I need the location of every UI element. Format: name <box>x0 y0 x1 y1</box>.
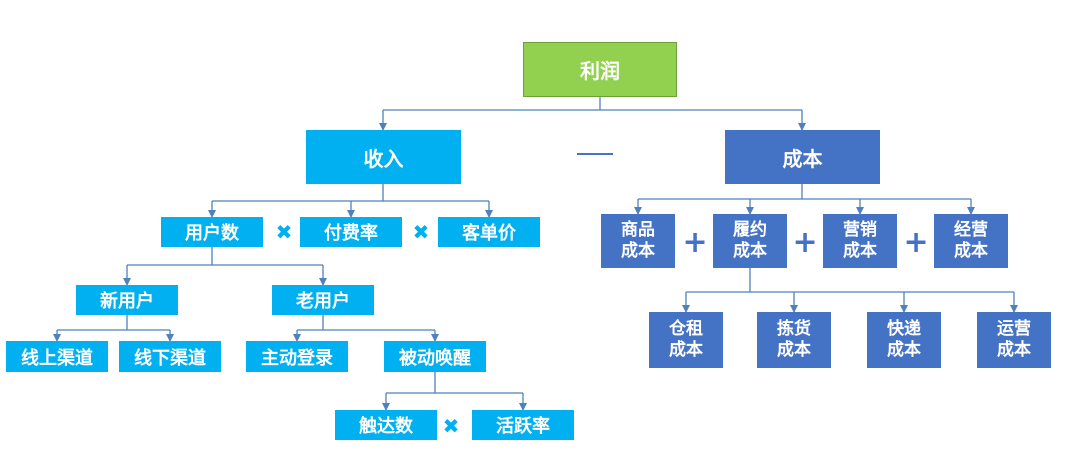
goods-cost-node: 商品成本 <box>601 214 675 268</box>
plus-operator-3: + <box>903 224 929 260</box>
edge-new-user-bus <box>57 315 170 331</box>
offline-channel-node: 线下渠道 <box>119 341 221 372</box>
plus-operator-1: + <box>682 224 708 260</box>
edge-cost-bus <box>638 184 971 200</box>
picking-cost-node: 拣货成本 <box>757 312 831 368</box>
revenue-node: 收入 <box>306 130 461 184</box>
reach-count-node: 触达数 <box>335 410 437 440</box>
user-count-node: 用户数 <box>161 217 263 247</box>
old-user-node: 老用户 <box>272 285 374 315</box>
edge-old-user-bus <box>297 315 435 331</box>
marketing-cost-node: 营销成本 <box>823 214 897 268</box>
times-operator-3: ✖ <box>442 414 460 438</box>
profit-node: 利润 <box>523 42 677 97</box>
edge-user-count-bus <box>127 247 323 266</box>
operating-cost-node: 经营成本 <box>934 214 1008 268</box>
storage-cost-node: 仓租成本 <box>649 312 723 368</box>
delivery-cost-node: 快递成本 <box>867 312 941 368</box>
pay-rate-node: 付费率 <box>300 217 402 247</box>
times-operator-1: ✖ <box>275 220 293 244</box>
edge-profit-bus <box>383 97 802 111</box>
passive-wake-node: 被动唤醒 <box>384 341 486 372</box>
times-operator-2: ✖ <box>412 220 430 244</box>
edge-fulfillment-bus <box>686 268 1014 293</box>
edge-wake-bus <box>386 372 523 394</box>
cost-node: 成本 <box>725 130 880 184</box>
operation-cost-node: 运营成本 <box>977 312 1051 368</box>
plus-operator-2: + <box>792 224 818 260</box>
edge-revenue-bus <box>212 184 489 202</box>
unit-price-node: 客单价 <box>438 217 540 247</box>
active-rate-node: 活跃率 <box>472 410 574 440</box>
active-login-node: 主动登录 <box>246 341 348 372</box>
online-channel-node: 线上渠道 <box>6 341 108 372</box>
minus-operator <box>577 153 613 155</box>
fulfillment-cost-node: 履约成本 <box>713 214 787 268</box>
new-user-node: 新用户 <box>76 285 178 315</box>
